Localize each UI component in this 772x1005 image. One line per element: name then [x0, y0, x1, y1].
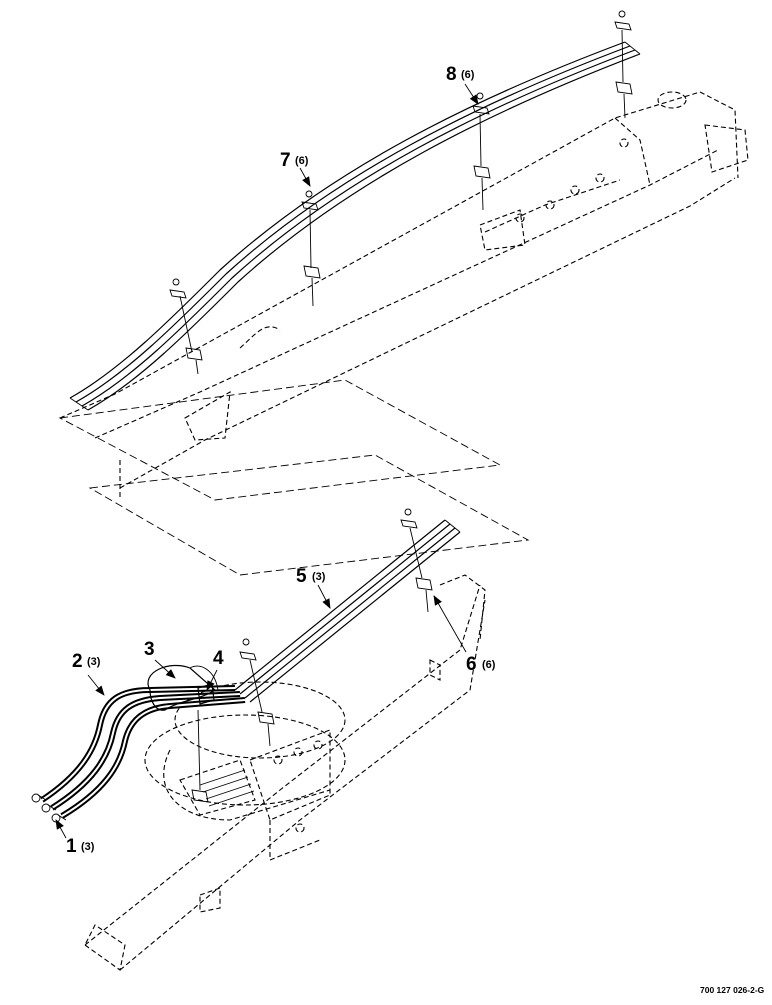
callout-6-qty: (6)	[482, 659, 496, 671]
hose-holder-bracket	[147, 664, 219, 711]
lower-clamp-bolts	[191, 508, 433, 803]
callout-4: 4	[206, 648, 224, 691]
clamp-bolt	[472, 92, 491, 211]
clamp-bolt	[169, 278, 203, 375]
upper-frame-beam	[59, 91, 749, 500]
upper-clamp-bolts	[169, 10, 633, 375]
callout-1-qty: (3)	[81, 841, 95, 853]
clamp-bolt	[301, 190, 321, 307]
callout-7-qty: (6)	[295, 155, 309, 167]
upper-hydraulic-tube-assembly	[69, 41, 641, 411]
callout-1-number: 1	[66, 836, 77, 857]
lower-hydraulic-tube-assembly	[234, 519, 461, 703]
callout-7: 7 (6)	[280, 150, 311, 187]
callout-3-number: 3	[144, 639, 155, 660]
callout-5: 5 (3)	[296, 566, 331, 609]
callout-2-number: 2	[72, 651, 83, 672]
clamp-bolt	[614, 10, 633, 119]
lower-frame-beam	[84, 574, 486, 971]
callout-5-number: 5	[296, 566, 307, 587]
hose-fitting	[31, 793, 47, 803]
clamp-bolt	[191, 709, 209, 803]
callout-8-number: 8	[446, 64, 457, 85]
hose-fitting	[41, 803, 57, 813]
hydraulic-hoses	[40, 685, 246, 819]
callout-8: 8 (6)	[446, 64, 479, 105]
callout-2-qty: (3)	[87, 656, 101, 668]
callout-6-number: 6	[466, 654, 477, 675]
callout-7-number: 7	[280, 150, 291, 171]
callout-6: 6 (6)	[433, 595, 496, 675]
callout-3: 3	[144, 639, 176, 679]
callout-8-qty: (6)	[461, 69, 475, 81]
callout-5-qty: (3)	[312, 571, 326, 583]
callout-4-number: 4	[213, 648, 224, 669]
callout-1: 1 (3)	[55, 819, 95, 857]
hose-fittings	[31, 793, 67, 823]
callout-2: 2 (3)	[72, 651, 105, 696]
phantom-plates	[58, 379, 530, 576]
clamp-bolt	[239, 638, 275, 747]
part-number-code: 700 127 026-2-G	[700, 985, 765, 995]
clamp-bolt	[400, 508, 433, 613]
